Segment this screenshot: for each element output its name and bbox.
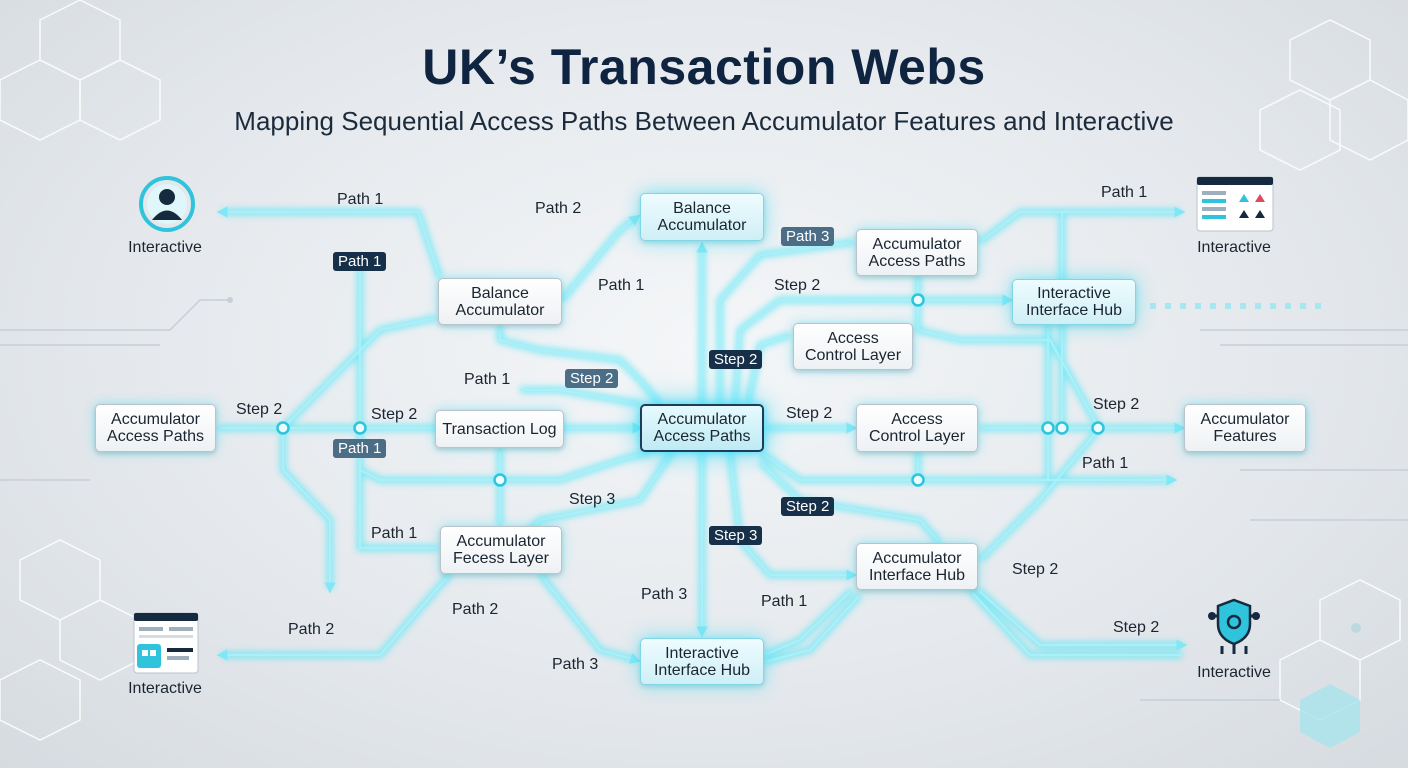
connection-glow: [279, 428, 334, 588]
connection-line: [216, 573, 451, 661]
node-access-control-layer-mid[interactable]: Access Control Layer: [856, 404, 978, 452]
edge-label: Step 2: [774, 277, 821, 294]
junction-dot: [1055, 421, 1069, 435]
page-subtitle: Mapping Sequential Access Paths Between …: [234, 106, 1174, 136]
shield-network-icon: [1208, 598, 1260, 654]
edge-label: Path 2: [535, 200, 582, 217]
edge-label: Step 2: [236, 401, 283, 418]
connection-line: [561, 214, 641, 301]
edge-label: Step 2: [1093, 396, 1140, 413]
connection-glow: [222, 208, 444, 280]
connection-line: [916, 276, 1101, 431]
edge-label: Path 2: [452, 601, 499, 618]
connection-line: [498, 325, 661, 405]
connection-glow: [356, 256, 438, 552]
edge-label: Step 2: [1012, 561, 1059, 578]
node-accumulator-fecess-layer[interactable]: Accumulator Fecess Layer: [440, 526, 562, 574]
node-accumulator-interface-hub[interactable]: Accumulator Interface Hub: [856, 543, 978, 590]
junction-dot: [493, 473, 507, 487]
junction-dot: [353, 421, 367, 435]
junction-dot: [911, 473, 925, 487]
edge-label: Path 3: [552, 656, 599, 673]
edge-label: Path 1: [598, 277, 645, 294]
node-accumulator-access-paths-left[interactable]: Accumulator Access Paths: [95, 404, 216, 452]
connection-glow: [537, 571, 637, 664]
dashboard-window-icon: [1196, 176, 1274, 232]
connection-glow: [977, 208, 1180, 245]
connection-line: [520, 388, 641, 406]
edge-label: Path 2: [288, 621, 335, 638]
edge-label: Step 2: [786, 405, 833, 422]
connection-line: [281, 428, 336, 594]
edge-label: Path 1: [337, 191, 384, 208]
connection-line: [359, 450, 651, 482]
edge-tag: Path 3: [781, 227, 835, 246]
connection-glow: [977, 427, 1101, 563]
node-balance-accumulator-mid[interactable]: Balance Accumulator: [438, 278, 562, 325]
interactive-label-top-left: Interactive: [128, 239, 202, 256]
interactive-label-top-right: Interactive: [1197, 239, 1271, 256]
app-window-icon: [133, 612, 199, 674]
edge-tag: Step 2: [565, 369, 619, 388]
edge-tag: Step 2: [781, 497, 835, 516]
node-access-control-layer-top[interactable]: Access Control Layer: [793, 323, 913, 370]
junction-dot: [1091, 421, 1105, 435]
node-interactive-interface-hub-bottom[interactable]: Interactive Interface Hub: [640, 638, 764, 685]
edge-label: Path 1: [371, 525, 418, 542]
connection-line: [979, 206, 1186, 243]
edge-label: Path 3: [641, 586, 688, 603]
junction-dot: [1041, 421, 1055, 435]
edge-label: Step 2: [1113, 619, 1160, 636]
page-title: UK’s Transaction Webs: [422, 39, 986, 95]
connection-line: [969, 589, 1182, 657]
connection-line: [282, 316, 437, 429]
interactive-label-bottom-right: Interactive: [1197, 664, 1271, 681]
edge-label: Path 1: [1101, 184, 1148, 201]
connection-line: [977, 589, 1188, 651]
connection-line: [979, 429, 1099, 561]
connection-line: [358, 256, 438, 550]
node-balance-accumulator-top[interactable]: Balance Accumulator: [640, 193, 764, 241]
edge-tag: Path 1: [333, 252, 387, 271]
connection-line: [728, 451, 858, 581]
edge-label: Path 1: [464, 371, 511, 388]
interactive-label-bottom-left: Interactive: [128, 680, 202, 697]
connection-line: [216, 206, 442, 279]
connection-line: [539, 573, 642, 664]
node-interactive-interface-hub-top[interactable]: Interactive Interface Hub: [1012, 279, 1136, 325]
edge-tag: Step 2: [709, 350, 763, 369]
node-accumulator-features[interactable]: Accumulator Features: [1184, 404, 1306, 452]
connection-line: [763, 589, 853, 657]
edge-label: Path 1: [761, 593, 808, 610]
edge-tag: Path 1: [333, 439, 387, 458]
connection-line: [763, 594, 861, 664]
edge-tag: Step 3: [709, 526, 763, 545]
edge-label: Step 2: [371, 406, 418, 423]
edge-label: Path 1: [1082, 455, 1129, 472]
node-accumulator-access-paths-center[interactable]: Accumulator Access Paths: [640, 404, 764, 452]
connection-line: [746, 333, 791, 405]
junction-dot: [276, 421, 290, 435]
node-accumulator-access-paths-top[interactable]: Accumulator Access Paths: [856, 229, 978, 276]
user-avatar-icon: [139, 176, 195, 232]
node-transaction-log[interactable]: Transaction Log: [435, 410, 564, 448]
junction-dot: [911, 293, 925, 307]
connection-line: [759, 461, 941, 544]
edge-label: Step 3: [569, 491, 616, 508]
